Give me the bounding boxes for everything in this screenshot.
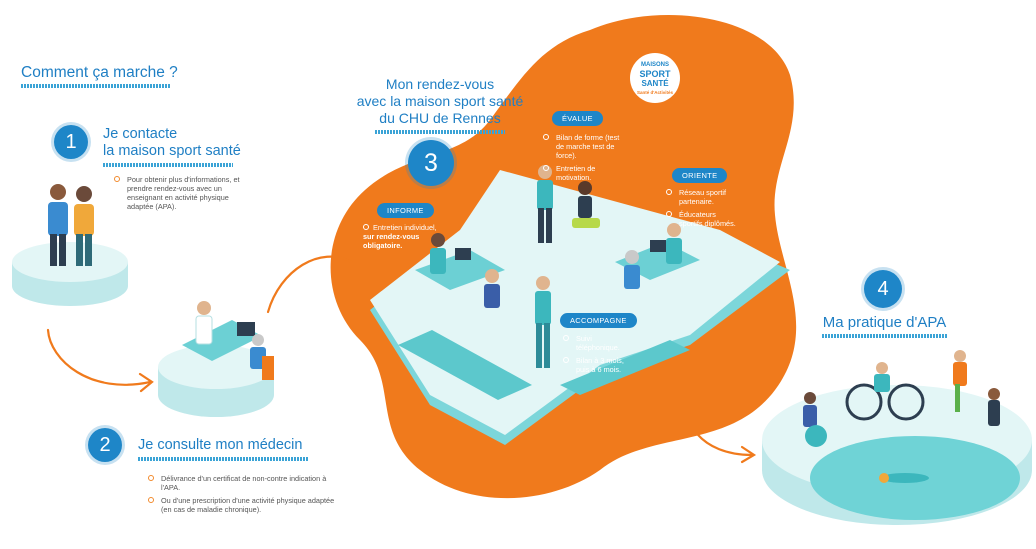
arrow-icon xyxy=(46,255,757,464)
step-4-title-text: Ma pratique d'APA xyxy=(822,314,947,331)
step-3-title-line1: Mon rendez-vous xyxy=(385,76,495,92)
bullet-icon xyxy=(363,224,369,230)
step-3-underline xyxy=(375,130,505,134)
informe-label: INFORME xyxy=(377,203,434,218)
step-4-title: Ma pratique d'APA xyxy=(822,314,947,338)
step-1-title-line2: la maison sport santé xyxy=(103,143,241,159)
step-1-badge: 1 xyxy=(54,125,88,159)
step-1-title-line1: Je contacte xyxy=(103,126,178,142)
informe-text: Entretien individuel, sur rendez-vous ob… xyxy=(363,223,443,250)
list-item: Éducateurs sportifs diplômés. xyxy=(665,210,740,228)
step-2-underline xyxy=(138,457,308,461)
oriente-bullets: Réseau sportif partenaire. Éducateurs sp… xyxy=(665,188,740,232)
logo-line3: SANTÉ xyxy=(641,79,669,88)
logo-line2: SPORT xyxy=(639,69,671,79)
logo-line1: MAISONS xyxy=(640,62,669,68)
evalue-label: ÉVALUE xyxy=(552,111,603,126)
sports-icon xyxy=(762,350,1032,525)
accompagne-bullets: Suivi téléphonique. Bilan à 3 mois, puis… xyxy=(562,334,637,378)
step-2-title: Je consulte mon médecin xyxy=(138,437,308,461)
title-underline xyxy=(21,84,171,88)
list-item: Suivi téléphonique. xyxy=(562,334,637,352)
evalue-bullets: Bilan de forme (test de marche test de f… xyxy=(542,133,627,186)
step-4-badge: 4 xyxy=(864,270,902,308)
logo-line4: Santé d'Activités xyxy=(636,90,674,95)
step-2-bullets: Délivrance d'un certificat de non-contre… xyxy=(147,474,337,518)
step-2-badge: 2 xyxy=(88,428,122,462)
list-item: Entretien de motivation. xyxy=(542,164,627,182)
informe-text-line3: obligatoire. xyxy=(363,241,403,250)
step-2-title-text: Je consulte mon médecin xyxy=(138,437,303,453)
people-icon xyxy=(12,184,128,306)
list-item: Bilan de forme (test de marche test de f… xyxy=(542,133,627,160)
list-item: Bilan à 3 mois, puis à 6 mois. xyxy=(562,356,637,374)
step-1-title: Je contacte la maison sport santé xyxy=(103,126,241,167)
oriente-label: ORIENTE xyxy=(672,168,728,183)
informe-text-line1: Entretien individuel, xyxy=(373,223,437,232)
accompagne-label: ACCOMPAGNE xyxy=(560,313,637,328)
step-1-bullets: Pour obtenir plus d'informations, et pre… xyxy=(113,175,243,215)
list-item: Délivrance d'un certificat de non-contre… xyxy=(147,474,337,492)
step-3-title-line2: avec la maison sport santé xyxy=(356,93,524,109)
step-3-title-line3: du CHU de Rennes xyxy=(379,110,501,126)
step-1-underline xyxy=(103,163,233,167)
step-3-badge: 3 xyxy=(408,140,454,186)
list-item: Réseau sportif partenaire. xyxy=(665,188,740,206)
maison-sport-sante-logo: MAISONS SPORT SANTÉ Santé d'Activités xyxy=(630,53,680,103)
step-4-underline xyxy=(822,334,947,338)
informe-text-line2: sur rendez-vous xyxy=(363,232,420,241)
platform-arrow xyxy=(370,165,790,445)
doctor-desk-icon xyxy=(158,301,274,417)
page-header: Comment ça marche ? xyxy=(21,64,178,88)
list-item: Ou d'une prescription d'une activité phy… xyxy=(147,496,337,514)
page-title: Comment ça marche ? xyxy=(21,64,178,81)
list-item: Pour obtenir plus d'informations, et pre… xyxy=(113,175,243,211)
step-3-title: Mon rendez-vous avec la maison sport san… xyxy=(340,76,540,134)
